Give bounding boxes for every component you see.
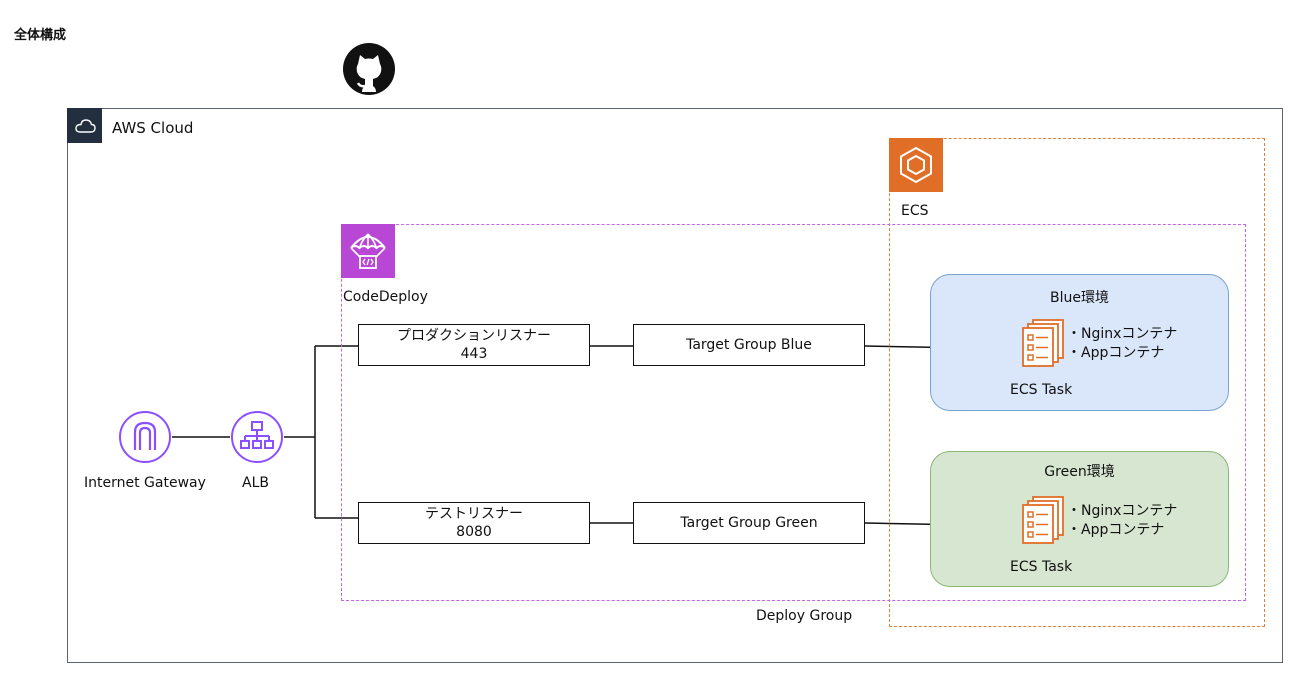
- environment-title: Blue環境: [1050, 290, 1109, 306]
- codedeploy-label: CodeDeploy: [343, 289, 428, 305]
- blue-environment: Blue環境: [930, 274, 1229, 411]
- alb-listener-connector: [284, 345, 358, 519]
- test-listener-box: テストリスナー 8080: [358, 502, 590, 544]
- listener-port: 443: [460, 346, 488, 362]
- alb-label: ALB: [242, 475, 269, 491]
- ecs-task-label: ECS Task: [1010, 559, 1073, 575]
- target-group-green-box: Target Group Green: [633, 502, 865, 544]
- cloud-icon: [67, 108, 102, 143]
- listener-port: 8080: [456, 524, 492, 540]
- target-group-label: Target Group Blue: [686, 337, 812, 353]
- aws-cloud-label: AWS Cloud: [112, 119, 194, 137]
- deploy-group: [341, 224, 1246, 601]
- container-item: ・Appコンテナ: [1067, 345, 1165, 361]
- container-item: ・Nginxコンテナ: [1067, 326, 1178, 342]
- green-environment: Green環境: [930, 451, 1229, 587]
- production-listener-box: プロダクションリスナー 443: [358, 324, 590, 366]
- github-icon: [342, 42, 396, 96]
- container-list: ・Nginxコンテナ ・Appコンテナ: [1067, 325, 1177, 363]
- listener-name: プロダクションリスナー: [397, 328, 551, 344]
- internet-gateway-icon: [118, 410, 172, 464]
- page-title: 全体構成: [14, 28, 67, 43]
- target-group-label: Target Group Green: [680, 515, 818, 531]
- target-group-blue-box: Target Group Blue: [633, 324, 865, 366]
- internet-gateway-label: Internet Gateway: [84, 475, 206, 491]
- ecs-task-icon: [1021, 318, 1071, 368]
- codedeploy-icon: [341, 224, 395, 278]
- ecs-label: ECS: [901, 203, 929, 219]
- container-item: ・Appコンテナ: [1067, 522, 1165, 538]
- aws-cloud-group: [67, 108, 1283, 663]
- container-list: ・Nginxコンテナ ・Appコンテナ: [1067, 502, 1177, 540]
- listener-name: テストリスナー: [425, 506, 523, 522]
- ecs-task-icon: [1021, 495, 1071, 545]
- ecs-group: [889, 138, 1265, 627]
- container-item: ・Nginxコンテナ: [1067, 503, 1178, 519]
- ecs-task-label: ECS Task: [1010, 382, 1073, 398]
- load-balancer-icon: [230, 410, 284, 464]
- ecs-icon: [889, 138, 943, 192]
- environment-title: Green環境: [1044, 464, 1115, 480]
- deploy-group-label: Deploy Group: [756, 608, 853, 624]
